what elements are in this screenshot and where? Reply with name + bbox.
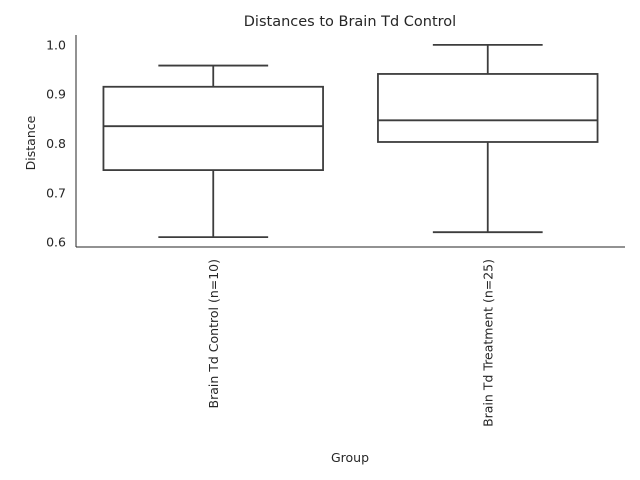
y-tick-label: 0.8: [46, 136, 66, 151]
y-tick-label: 0.9: [46, 87, 66, 102]
y-tick-label: 0.7: [46, 185, 66, 200]
y-ticks: 0.6 0.7 0.8 0.9 1.0: [46, 37, 66, 249]
box-group: [102, 64, 324, 239]
chart-title: Distances to Brain Td Control: [244, 14, 456, 30]
y-tick-label: 0.6: [46, 235, 66, 250]
y-axis-label: Distance: [23, 115, 38, 170]
iqr-box: [377, 73, 599, 143]
x-axis-label: Group: [331, 450, 369, 465]
y-tick-label: 1.0: [46, 37, 66, 52]
iqr-box: [102, 85, 324, 171]
x-ticks: Brain Td Control (n=10) Brain Td Treatmen…: [206, 259, 496, 427]
box-group: [377, 43, 599, 234]
x-tick-label: Brain Td Control (n=10): [206, 259, 221, 409]
x-tick-label: Brain Td Treatment (n=25): [480, 259, 495, 427]
boxes: [102, 43, 599, 239]
